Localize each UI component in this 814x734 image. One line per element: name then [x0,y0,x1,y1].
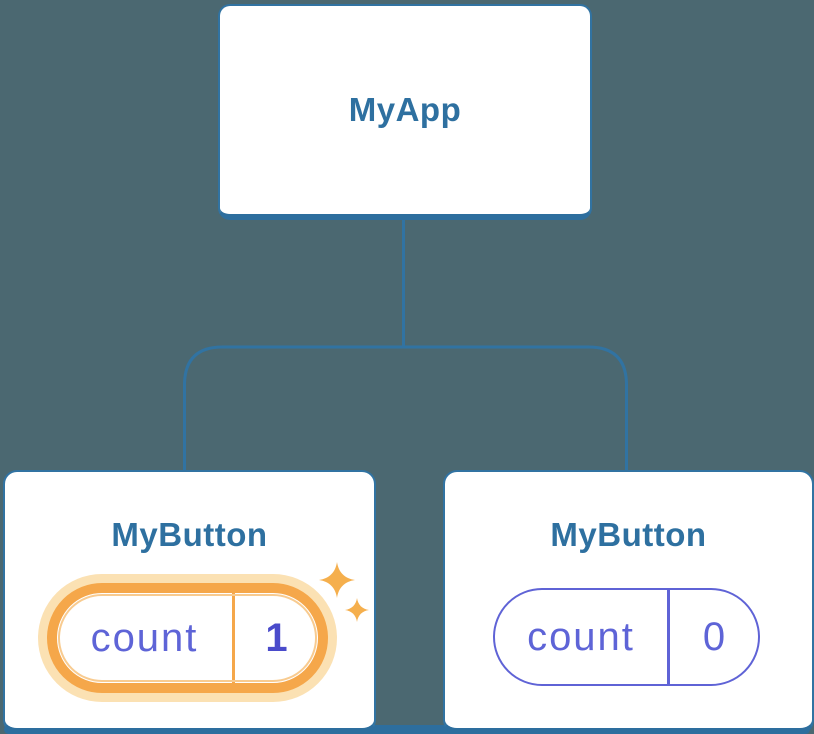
state-name: count [90,615,199,660]
state-value: 0 [702,614,726,659]
node-title: MyApp [348,91,462,128]
state-name: count [527,614,635,659]
state-pill-highlighted: count 1 [47,583,328,693]
state-divider [232,593,235,683]
bottom-edge-bar [4,725,810,734]
node-title: MyButton [550,516,707,553]
sparkle-icon [319,562,369,622]
component-node-mybutton-left: MyButton count 1 [3,470,376,734]
component-node-mybutton-right: MyButton count 0 [443,470,814,734]
state-pill: count 0 [493,588,760,686]
node-title: MyButton [111,516,268,553]
state-divider [667,590,670,684]
state-value: 1 [265,615,288,660]
component-node-myapp: MyApp [218,4,592,220]
